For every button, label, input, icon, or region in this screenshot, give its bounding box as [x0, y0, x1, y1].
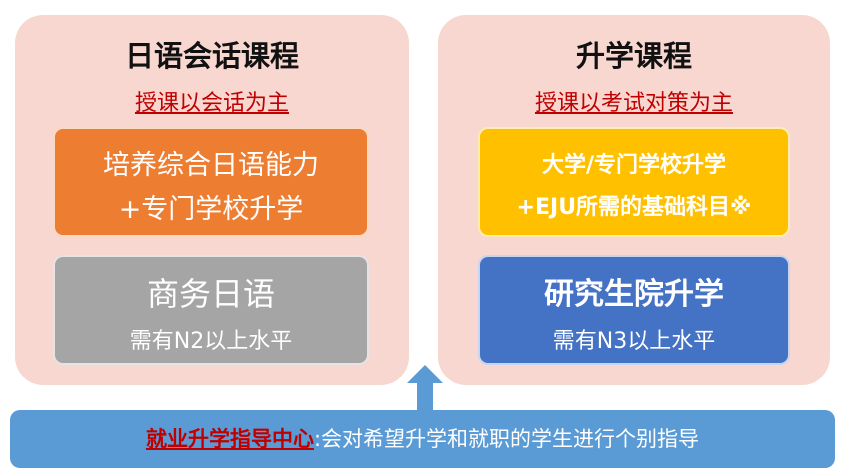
- box-line2: +专门学校升学: [118, 194, 304, 225]
- box-line2: 需有N3以上水平: [552, 329, 716, 354]
- guidance-center-label: 就业升学指导中心: [145, 427, 314, 451]
- japanese-conversation-course-panel: 日语会话课程 授课以会话为主 培养综合日语能力 +专门学校升学 商务日语 需有N…: [15, 15, 409, 385]
- box-line1: 研究生院升学: [544, 277, 724, 312]
- box-line1: 大学/专门学校升学: [541, 153, 727, 178]
- business-japanese-box: 商务日语 需有N2以上水平: [53, 255, 369, 365]
- box-line2: +EJU所需的基础科目※: [516, 195, 752, 220]
- up-arrow-icon: [407, 365, 443, 411]
- panel-title: 日语会话课程: [124, 39, 299, 73]
- general-japanese-box: 培养综合日语能力 +专门学校升学: [53, 127, 369, 237]
- university-box: 大学/专门学校升学 +EJU所需的基础科目※: [478, 127, 790, 237]
- career-guidance-bar: 就业升学指导中心:会对希望升学和就职的学生进行个别指导: [10, 410, 835, 468]
- box-line1: 商务日语: [146, 275, 275, 313]
- box-line2: 需有N2以上水平: [129, 329, 293, 354]
- panel-subtitle: 授课以会话为主: [134, 91, 289, 116]
- panel-title: 升学课程: [575, 39, 692, 73]
- box-line1: 培养综合日语能力: [103, 150, 319, 181]
- panel-subtitle: 授课以考试对策为主: [534, 91, 733, 116]
- guidance-description: :会对希望升学和就职的学生进行个别指导: [313, 427, 700, 451]
- advancement-course-panel: 升学课程 授课以考试对策为主 大学/专门学校升学 +EJU所需的基础科目※ 研究…: [438, 15, 830, 385]
- graduate-school-box: 研究生院升学 需有N3以上水平: [478, 255, 790, 365]
